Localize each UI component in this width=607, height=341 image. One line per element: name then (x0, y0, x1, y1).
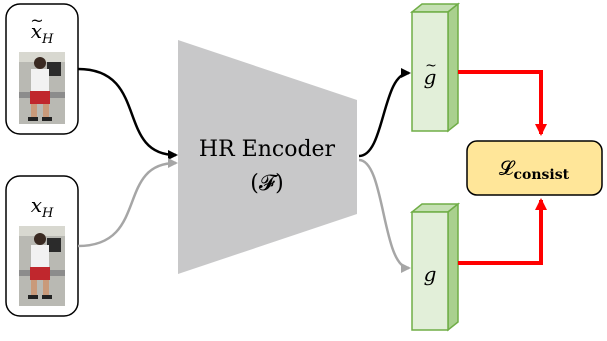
output-path-tilde (358, 68, 411, 158)
feature-label-plain: g (424, 262, 437, 286)
tilde-mark: ~ (30, 11, 43, 30)
loss-arrow-tilde (458, 70, 547, 136)
input-card-tilde: xH ~ (5, 3, 79, 135)
hr-encoder-block (178, 40, 357, 274)
pedestrian-photo-icon (19, 226, 65, 306)
output-path-plain (358, 158, 411, 273)
feature-block-tilde: g ~ (409, 2, 461, 133)
pedestrian-photo-icon (19, 52, 65, 124)
input-path-plain (77, 158, 178, 248)
input-card-plain: xH (5, 175, 79, 317)
consistency-loss-box: 𝓛consist (466, 140, 603, 196)
feature-label-tilde: g (424, 65, 437, 89)
feature-block-plain: g (409, 202, 461, 332)
loss-label: 𝓛consist (499, 156, 570, 183)
input-path-tilde (77, 67, 178, 160)
loss-arrow-plain (458, 198, 547, 265)
input-label-tilde: xH (31, 19, 54, 47)
encoder-symbol: (𝓕) (250, 171, 283, 196)
input-label-plain: xH (31, 193, 54, 221)
tilde-mark: ~ (425, 58, 437, 74)
encoder-title: HR Encoder (199, 137, 336, 162)
